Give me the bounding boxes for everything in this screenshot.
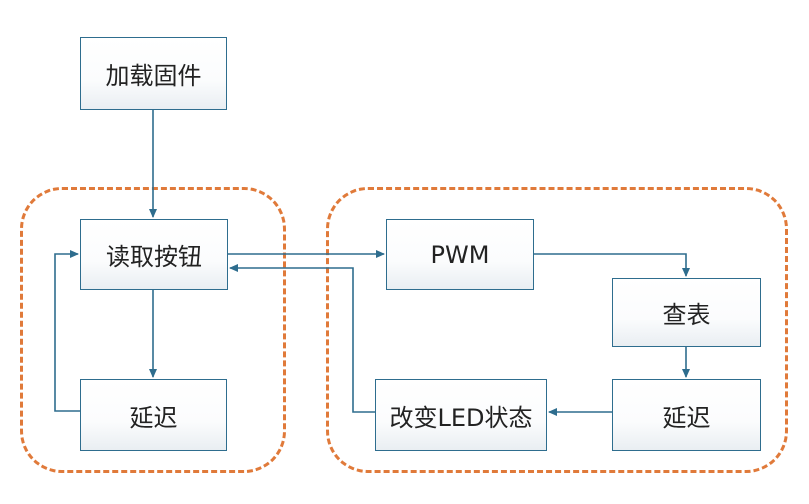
node-change-led-state: 改变LED状态 xyxy=(375,379,547,451)
arrow-pwm-to-table xyxy=(534,253,690,277)
node-label: 延迟 xyxy=(662,403,711,432)
node-load-firmware: 加载固件 xyxy=(80,37,227,110)
node-label: 延迟 xyxy=(129,403,178,432)
node-pwm: PWM xyxy=(386,219,534,290)
arrow-led-loop-back xyxy=(229,264,375,413)
node-label: 查表 xyxy=(662,301,711,329)
node-delay-right: 延迟 xyxy=(612,379,761,451)
node-delay-left: 延迟 xyxy=(80,379,227,451)
arrow-delay-loop-back xyxy=(54,250,80,412)
node-label: 读取按钮 xyxy=(106,243,202,271)
node-label: PWM xyxy=(430,240,490,269)
node-label: 加载固件 xyxy=(105,62,202,90)
node-label: 改变LED状态 xyxy=(389,403,533,432)
right-group-outline xyxy=(326,187,788,473)
node-read-button: 读取按钮 xyxy=(80,219,228,290)
node-lookup-table: 查表 xyxy=(612,278,761,347)
